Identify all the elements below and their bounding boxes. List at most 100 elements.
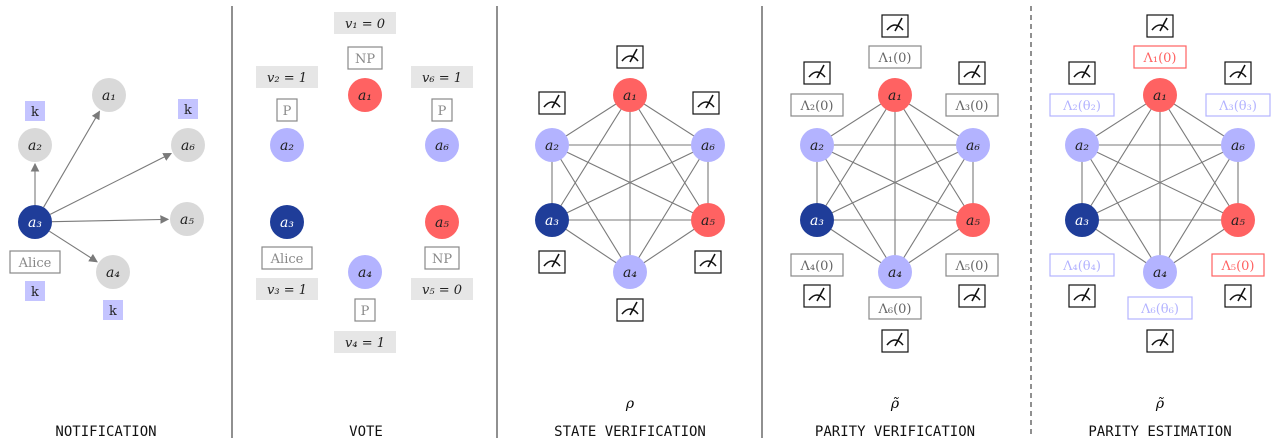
pv-node-a4-label: a₄ — [888, 265, 902, 281]
pv-node-a2-label: a₂ — [810, 138, 824, 154]
meter-icon-pv-1 — [881, 14, 909, 38]
edge-a3-a5 — [51, 215, 170, 224]
pe-node-a4-label: a₄ — [1153, 265, 1167, 281]
key-tag-bg-1 — [178, 99, 198, 119]
vote-eq-a5-bg — [411, 278, 473, 300]
pv-node-a2 — [800, 128, 834, 162]
vote-node-a2 — [270, 128, 304, 162]
pv-node-a6-label: a₆ — [966, 138, 980, 154]
sv-edge-2-4 — [551, 144, 631, 273]
vote-tag-a4-box — [354, 298, 376, 322]
meter-icon-pe-2 — [1068, 61, 1096, 85]
node-a2 — [18, 128, 52, 162]
pe-op-5: Λ₅(0) — [1220, 259, 1254, 274]
pv-op-4-box — [790, 253, 844, 277]
vote-node-a5-label: a₅ — [435, 215, 449, 231]
symbol-rho-tilde-2: ρ̃ — [1155, 396, 1165, 412]
meter-icon-sv-5 — [694, 250, 722, 274]
key-tag-bg-2 — [25, 281, 45, 301]
pe-node-a5 — [1221, 203, 1255, 237]
pe-node-a6-label: a₆ — [1231, 138, 1245, 154]
node-a5 — [170, 202, 204, 236]
key-tag-bg-3 — [103, 300, 123, 320]
sv-node-a5-label: a₅ — [701, 213, 715, 229]
pe-node-a1 — [1143, 78, 1177, 112]
pv-op-3-box — [945, 93, 999, 117]
pe-op-6: Λ₆(θ₆) — [1140, 302, 1179, 317]
sv-node-a6 — [691, 128, 725, 162]
sv-edge-3-6 — [551, 144, 709, 221]
key-tag-bg-0 — [25, 101, 45, 121]
meter-icon-pv-5 — [958, 284, 986, 308]
pv-op-1: Λ₁(0) — [877, 51, 911, 66]
pv-op-5: Λ₅(0) — [954, 259, 988, 274]
meter-icon-sv-1 — [616, 45, 644, 69]
pe-edge-2-4 — [1081, 144, 1161, 273]
parity-verification-panel: a₁a₂a₃a₄a₅a₆Λ₁(0)Λ₂(0)Λ₃(0)Λ₄(0)Λ₅(0)Λ₆(… — [790, 14, 999, 353]
vote-eq-a6: v₆ = 1 — [422, 71, 462, 86]
pv-node-a4 — [878, 255, 912, 289]
alice-label-notification-box — [9, 250, 61, 274]
pv-op-6: Λ₆(0) — [877, 302, 911, 317]
sv-node-a2-label: a₂ — [545, 138, 559, 154]
sv-edge-4-6 — [629, 144, 709, 273]
vote-tag-a1: NP — [355, 52, 375, 67]
pe-edge-1-3 — [1081, 94, 1161, 221]
vote-eq-a6-bg — [411, 66, 473, 88]
pv-edge-1-3 — [816, 94, 896, 221]
meter-icon-pe-5 — [1224, 284, 1252, 308]
vote-eq-a1: v₁ = 0 — [345, 17, 385, 32]
meter-icon-pv-2 — [803, 61, 831, 85]
vote-node-a1 — [348, 78, 382, 112]
vote-tag-a4: P — [361, 304, 370, 319]
key-tag-1: k — [184, 103, 192, 118]
node-a4 — [96, 255, 130, 289]
node-a3-label: a₃ — [28, 215, 42, 231]
pe-node-a3-label: a₃ — [1075, 213, 1089, 229]
vote-node-a4 — [348, 255, 382, 289]
vote-eq-a2: v₂ = 1 — [267, 71, 307, 86]
pe-op-3-box — [1205, 93, 1271, 117]
sv-node-a1-label: a₁ — [623, 88, 637, 104]
vote-node-a4-label: a₄ — [358, 265, 372, 281]
pv-op-6-box — [868, 296, 922, 320]
sv-node-a4-label: a₄ — [623, 265, 637, 281]
vote-node-a6-label: a₆ — [435, 138, 449, 154]
pe-edge-4-6 — [1159, 144, 1239, 273]
pe-op-6-box — [1127, 296, 1193, 320]
pe-edge-1-5 — [1159, 94, 1239, 221]
caption-parity-verification: PARITY VERIFICATION — [815, 424, 975, 440]
meter-icon-pe-1 — [1146, 14, 1174, 38]
pv-node-a1-label: a₁ — [888, 88, 902, 104]
key-tag-0: k — [31, 105, 39, 120]
pv-node-a5 — [956, 203, 990, 237]
alice-label-vote: Alice — [270, 252, 304, 267]
pv-op-5-box — [945, 253, 999, 277]
vote-eq-a3-bg — [256, 278, 318, 300]
pe-op-2-box — [1049, 93, 1115, 117]
meter-icon-pe-3 — [1224, 61, 1252, 85]
pv-op-1-box — [868, 45, 922, 69]
meter-icon-pv-3 — [958, 61, 986, 85]
pe-edge-3-6 — [1081, 144, 1239, 221]
pe-op-1-box — [1133, 45, 1187, 69]
pv-op-3: Λ₃(0) — [954, 99, 988, 114]
alice-label-vote-box — [261, 246, 313, 270]
sv-node-a3-label: a₃ — [545, 213, 559, 229]
caption-parity-estimation: PARITY ESTIMATION — [1088, 424, 1231, 440]
pe-node-a2-label: a₂ — [1075, 138, 1089, 154]
caption-notification: NOTIFICATION — [55, 424, 156, 440]
symbol-rho-tilde-1: ρ̃ — [890, 396, 900, 412]
pv-node-a1 — [878, 78, 912, 112]
node-a1-label: a₁ — [102, 88, 116, 104]
vote-eq-a4: v₄ = 1 — [345, 336, 385, 351]
edge-a3-a1 — [43, 110, 100, 208]
vote-eq-a4-bg — [334, 331, 396, 353]
node-a2-label: a₂ — [28, 138, 42, 154]
parity-estimation-panel: a₁a₂a₃a₄a₅a₆Λ₁(0)Λ₂(θ₂)Λ₃(θ₃)Λ₄(θ₄)Λ₅(0)… — [1049, 14, 1271, 353]
meter-icon-pe-6 — [1146, 329, 1174, 353]
sv-edge-1-5 — [629, 94, 709, 221]
pe-op-2: Λ₂(θ₂) — [1062, 99, 1101, 114]
